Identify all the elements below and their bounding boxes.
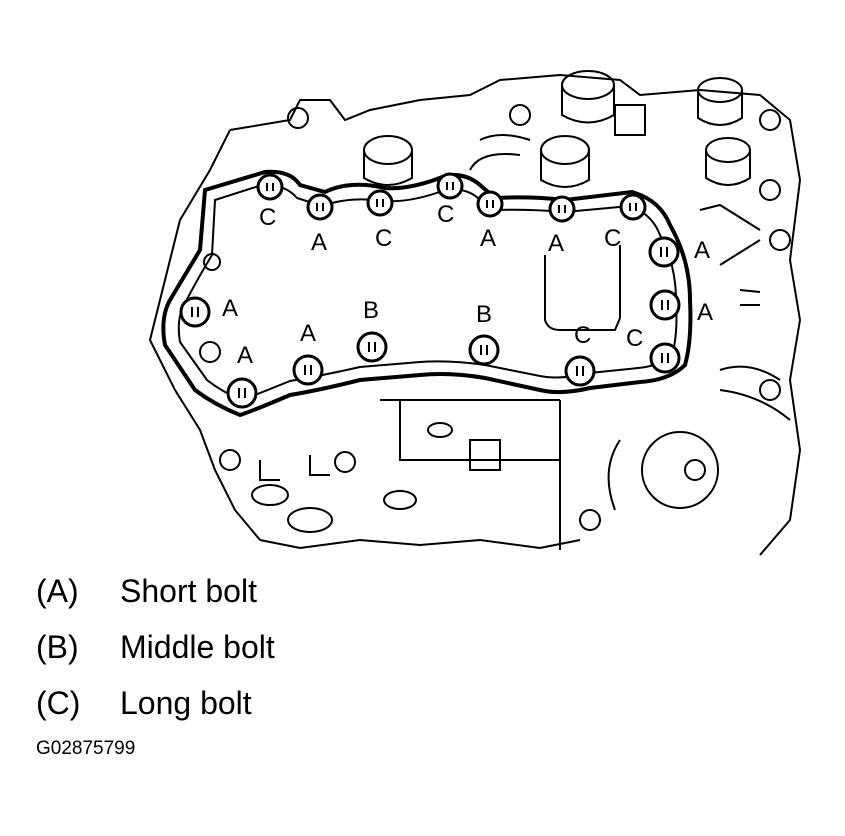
legend-item-middle-bolt: (B) Middle bolt (36, 619, 275, 675)
callout-label: B (476, 301, 492, 328)
bolt-head (306, 193, 334, 221)
callout-label: A (480, 225, 496, 252)
bolt-head (564, 355, 596, 387)
callout-label: C (626, 325, 643, 352)
callout-label: C (574, 322, 591, 349)
bolt-head (256, 173, 284, 201)
callout-label: A (548, 230, 564, 257)
bolt-head (226, 377, 258, 409)
bolt-head (548, 195, 576, 223)
bolt-callouts: C A C C A A C A A A A A B B C C (222, 201, 713, 369)
figure-id: G02875799 (36, 738, 136, 759)
legend-key: (A) (36, 572, 79, 609)
callout-label: C (375, 225, 392, 252)
bolt-legend: (A) Short bolt (B) Middle bolt (C) Long … (36, 563, 275, 731)
bolt-head (468, 334, 500, 366)
bolt-head (366, 189, 394, 217)
bolt-slots (191, 182, 669, 398)
callout-label: B (363, 297, 379, 324)
legend-key: (C) (36, 684, 81, 721)
bolt-head (649, 289, 681, 321)
valve-body-background (148, 70, 802, 556)
legend-label: Short bolt (120, 572, 257, 609)
legend-item-long-bolt: (C) Long bolt (36, 675, 275, 731)
bolt-heads (179, 172, 681, 409)
callout-label: A (311, 229, 327, 256)
bolt-head (648, 236, 680, 268)
bolt-head (619, 193, 647, 221)
callout-label: A (694, 237, 710, 264)
legend-label: Long bolt (120, 684, 252, 721)
callout-label: A (697, 299, 713, 326)
bolt-head (436, 172, 464, 200)
legend-key: (B) (36, 628, 79, 665)
callout-label: A (237, 342, 253, 369)
bolt-head (292, 354, 324, 386)
callout-label: C (437, 201, 454, 228)
bolt-head (179, 296, 211, 328)
callout-label: A (300, 320, 316, 347)
bolt-head (476, 190, 504, 218)
callout-label: C (259, 204, 276, 231)
bolt-head (649, 342, 681, 374)
legend-label: Middle bolt (120, 628, 275, 665)
valve-body-diagram: C A C C A A C A A A A A B B C C (148, 70, 802, 556)
bolt-head (356, 331, 388, 363)
legend-item-short-bolt: (A) Short bolt (36, 563, 275, 619)
callout-label: C (604, 225, 621, 252)
callout-label: A (222, 295, 238, 322)
